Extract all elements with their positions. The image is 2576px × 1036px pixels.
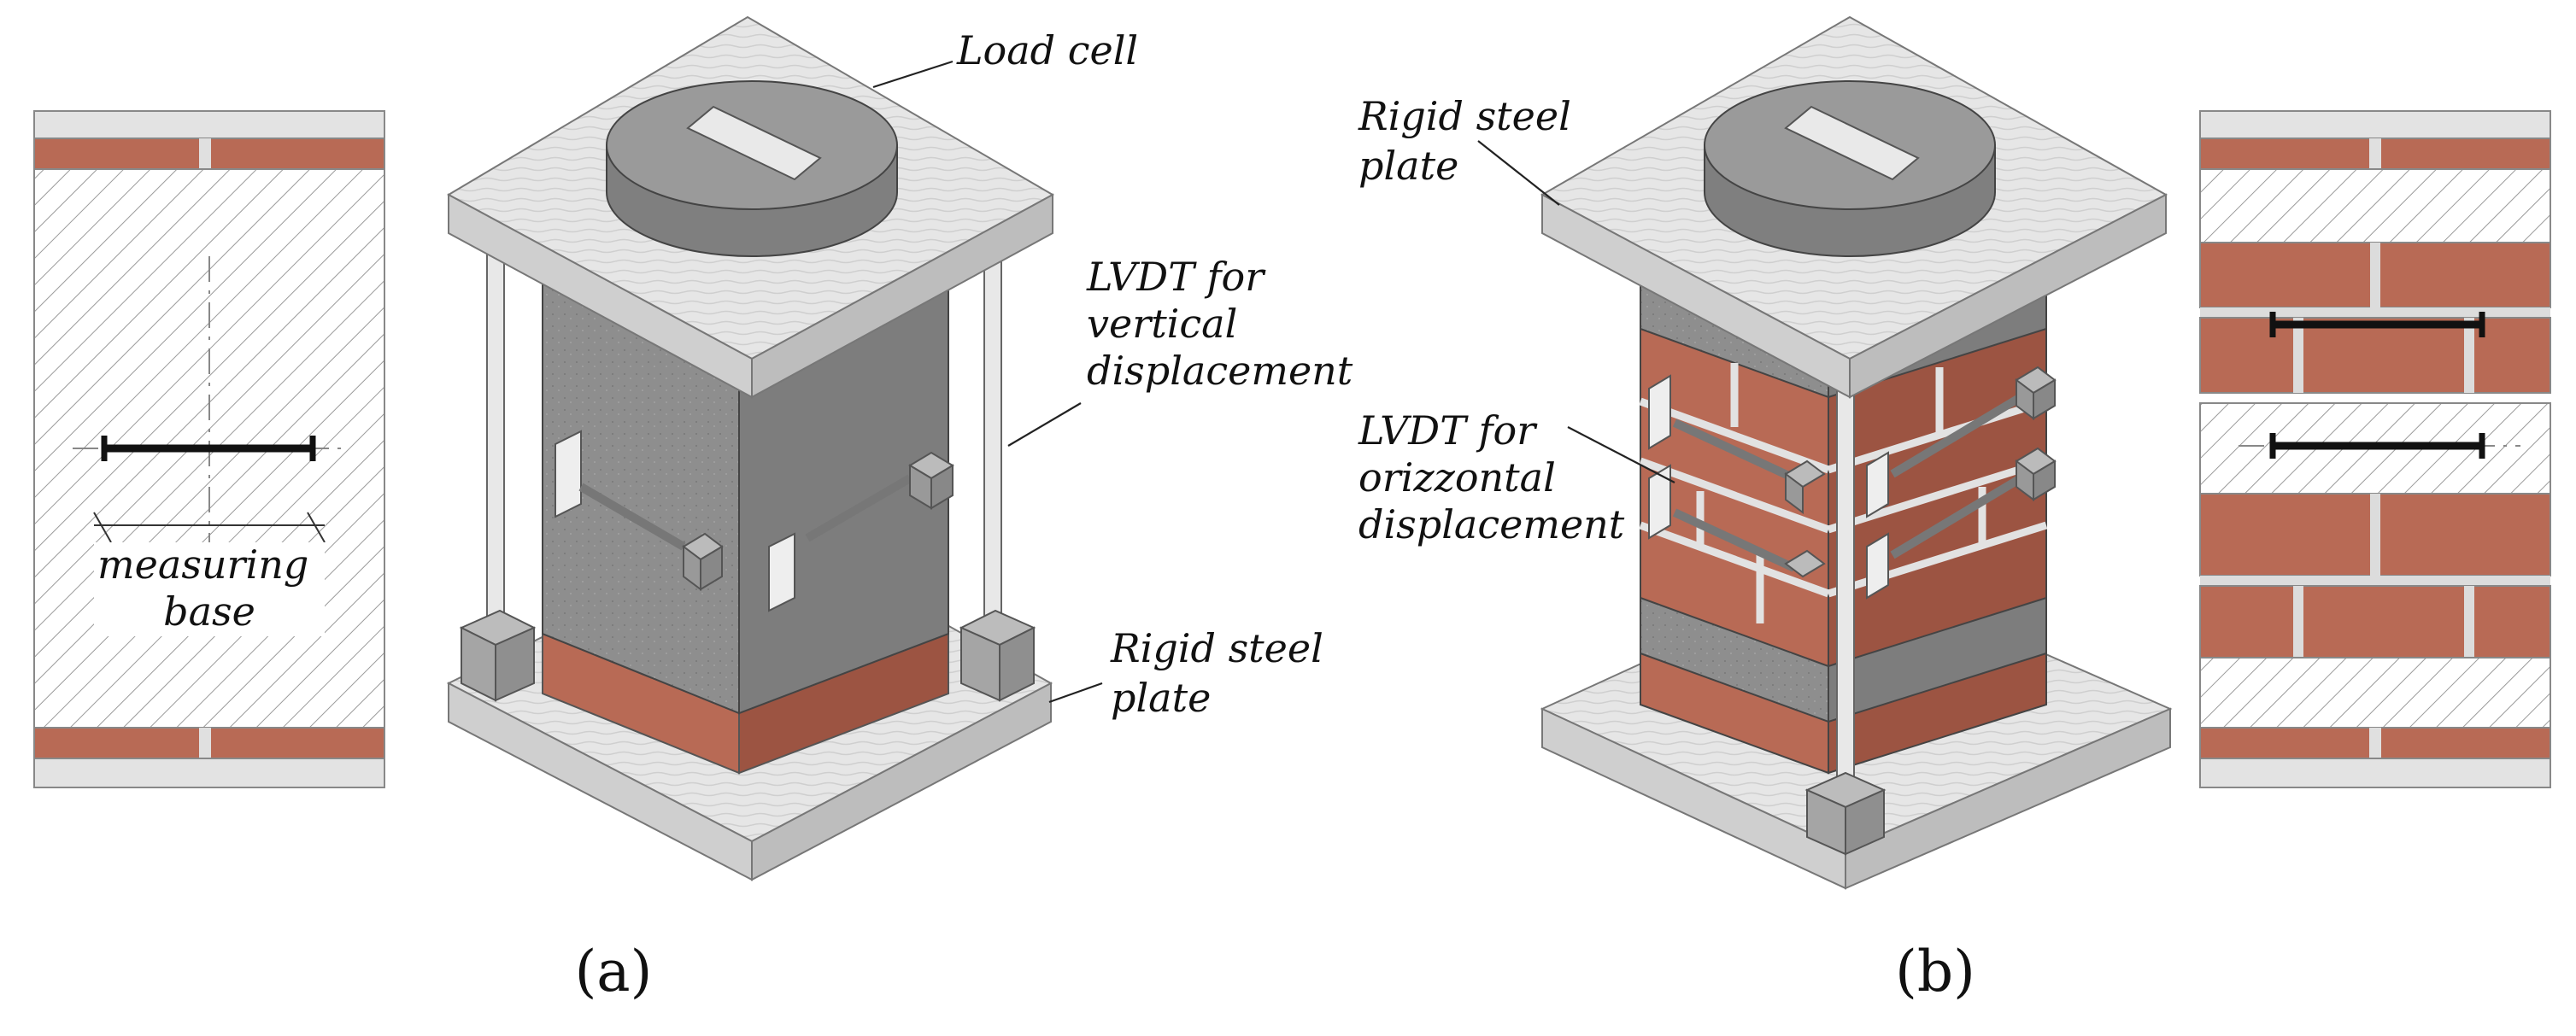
measuring-base-bar-upper-b: [2269, 312, 2485, 337]
tie-rod-front-b: [1836, 383, 1855, 787]
load-cell-b: [1704, 80, 1996, 257]
elevation-a-bottom-plate: [33, 758, 385, 788]
lvdt-vertical-right-a: [768, 451, 954, 612]
tie-rod-left-a: [486, 247, 505, 658]
rigid-plate-b-label: Rigid steel plate: [1358, 93, 1583, 189]
measuring-base-bar: [101, 436, 316, 461]
labels-a: Load cell LVDT for vertical displacement…: [575, 27, 1353, 1004]
elevation-b-concrete-bottom: [2199, 657, 2551, 729]
lvdt-horizontal-upper-right-b: [1866, 366, 2057, 518]
lvdt-vertical-left-a: [555, 430, 724, 591]
load-cell: [606, 80, 898, 257]
lvdt-horizontal-lower-left-b: [1648, 464, 1826, 578]
caption-b: (b): [1895, 939, 1975, 1004]
lvdt-horizontal-label: LVDT for orizzontal displacement: [1358, 407, 1625, 547]
rigid-plate-a-label: Rigid steel plate: [1110, 625, 1335, 721]
tie-rod-right-a: [983, 247, 1002, 658]
elevation-a: measuring base: [33, 110, 385, 788]
specimen-a: [446, 15, 1055, 881]
elevation-b: [2199, 110, 2551, 788]
caption-a: (a): [575, 939, 653, 1004]
elevation-b-brick-course-4: [2199, 585, 2551, 658]
measuring-base-bar-lower-b: [2239, 433, 2520, 459]
measuring-base-label: measuring base: [97, 541, 321, 635]
lvdt-horizontal-lower-right-b: [1866, 447, 2057, 600]
lvdt-vertical-label: LVDT for vertical displacement: [1086, 254, 1353, 394]
elevation-a-top-plate: [33, 110, 385, 139]
elevation-b-concrete-top: [2199, 168, 2551, 243]
labels-b: Rigid steel plate LVDT for orizzontal di…: [1358, 93, 1975, 1004]
load-cell-label: Load cell: [956, 27, 1138, 73]
elevation-b-brick-course-2: [2199, 317, 2551, 394]
specimen-b: [1540, 15, 2173, 890]
lvdt-horizontal-upper-left-b: [1648, 374, 1826, 514]
